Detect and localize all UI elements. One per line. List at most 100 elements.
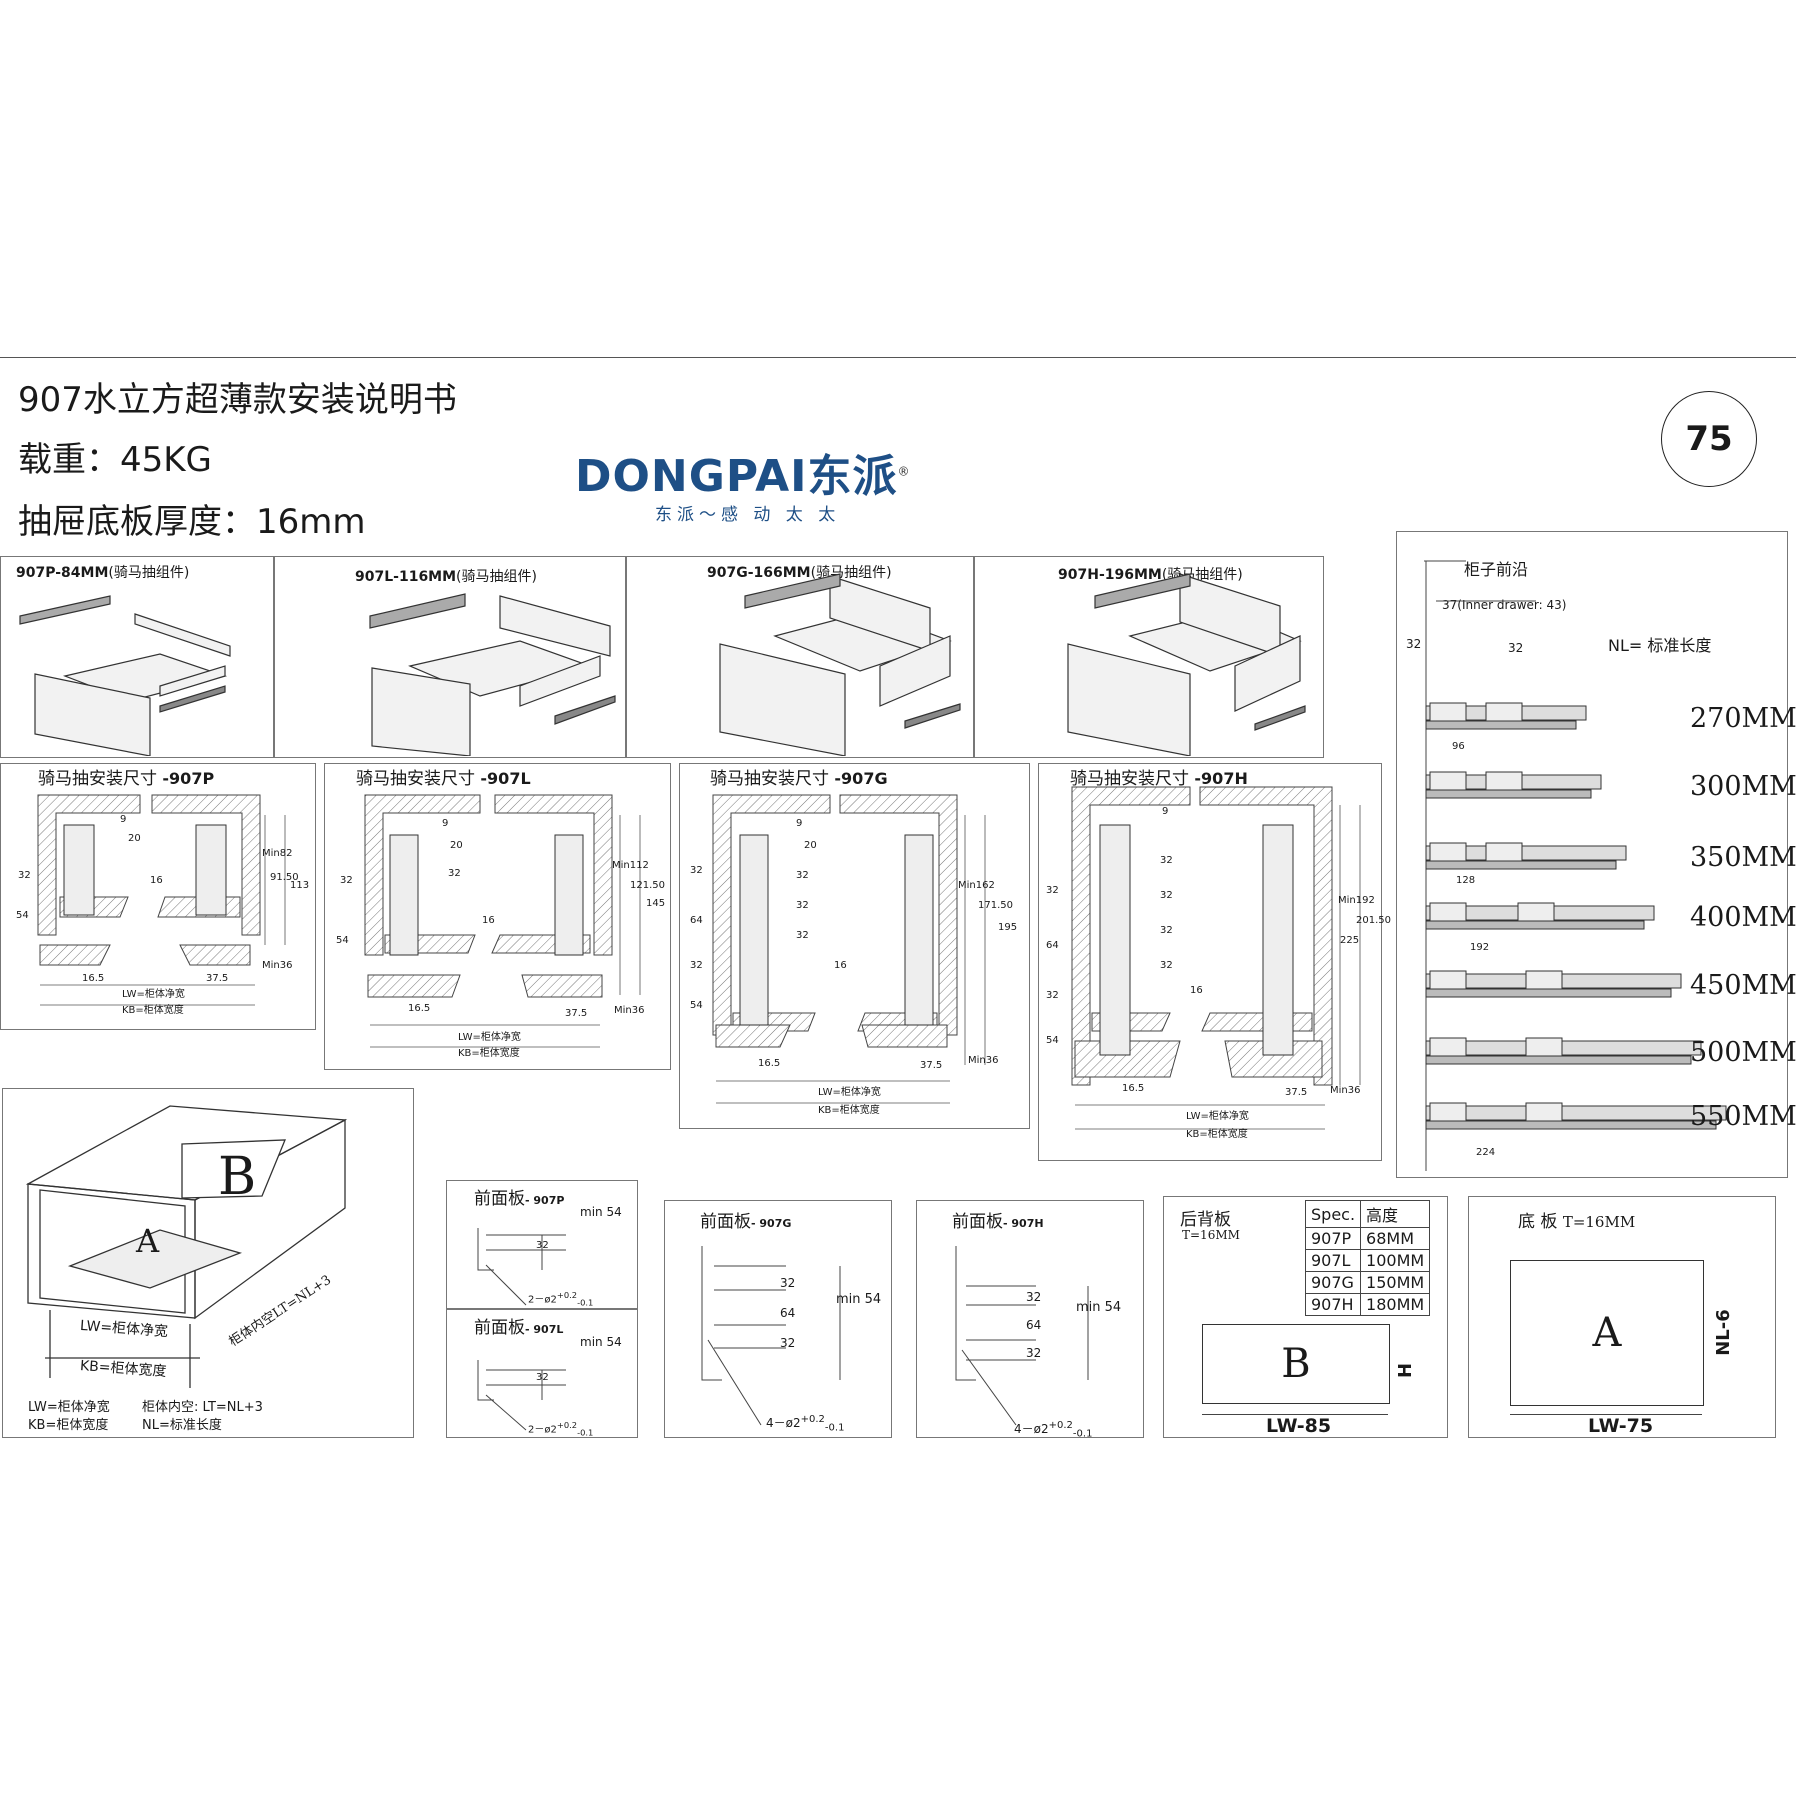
kit-907l-label: 907L-116MM(骑马抽组件)	[355, 569, 537, 585]
rail-length-400: 400MM	[1690, 902, 1796, 933]
legend-lw: LW=柜体净宽	[28, 1400, 110, 1415]
fp-907g-dim-min54: min 54	[836, 1292, 882, 1307]
dim-label: 9	[796, 818, 803, 829]
dim-label: 225	[1340, 935, 1360, 946]
dim-label: 9	[1162, 806, 1169, 817]
install-cross-section-drawings	[37, 786, 1361, 1130]
spec-header-height: 高度	[1360, 1200, 1431, 1228]
dim-label: 32	[18, 870, 31, 881]
board-thickness: 抽屉底板厚度：16mm	[18, 502, 366, 542]
rail-lengths-panel	[1396, 531, 1788, 1178]
lw-note-907g: LW=柜体净宽	[818, 1087, 881, 1098]
front-panel-907l-title: 前面板- 907L	[474, 1318, 564, 1338]
hole-dim-224: 224	[1476, 1147, 1496, 1158]
rail-length-550: 550MM	[1690, 1101, 1796, 1132]
dim-label: 32	[340, 875, 353, 886]
fp-907h-dim-min54: min 54	[1076, 1300, 1122, 1315]
rail-dim-32a: 32	[1406, 637, 1422, 651]
dim-label: Min36	[1330, 1085, 1361, 1096]
install-907h-panel	[1038, 763, 1382, 1161]
brand-logo: DONGPAI东派®	[575, 440, 911, 504]
cabinet-label-a: A	[136, 1222, 160, 1260]
dim-label: 113	[290, 880, 310, 891]
install-907p-panel	[0, 763, 316, 1030]
top-divider	[0, 357, 1796, 358]
hole-dim-96: 96	[1452, 741, 1465, 752]
back-panel-height: H	[1395, 1362, 1417, 1379]
dim-label: 32	[1046, 990, 1059, 1001]
dim-label: 16.5	[408, 1003, 431, 1014]
lw-note-907p: LW=柜体净宽	[122, 989, 185, 1000]
dim-label: 54	[336, 935, 349, 946]
dim-label: 32	[1160, 960, 1173, 971]
rail-length-500: 500MM	[1690, 1037, 1796, 1068]
dim-label: 16	[834, 960, 847, 971]
table-row: 907G	[1304, 1271, 1362, 1294]
front-panel-drawings	[477, 1228, 1089, 1431]
back-panel-box	[1163, 1196, 1448, 1438]
bottom-panel-shape: A	[1510, 1260, 1704, 1406]
rail-length-270: 270MM	[1690, 703, 1796, 734]
kits-row	[0, 556, 1324, 758]
lw-note-907h: LW=柜体净宽	[1186, 1111, 1249, 1122]
rail-500mm	[1425, 1037, 1702, 1065]
brand-name-en: DONGPAI	[575, 451, 808, 502]
rail-diagrams	[1424, 560, 1727, 1171]
kit-907h-label: 907H-196MM(骑马抽组件)	[1058, 567, 1243, 583]
table-row: 907H	[1304, 1293, 1362, 1316]
front-panel-907h-box	[916, 1200, 1144, 1438]
rail-550mm	[1425, 1102, 1727, 1130]
dim-label: 64	[690, 915, 703, 926]
install-907g-title: 骑马抽安装尺寸 -907G	[710, 769, 888, 789]
cabinet-front-edge-label: 柜子前沿	[1464, 560, 1529, 579]
front-panel-907p-title: 前面板- 907P	[474, 1189, 565, 1209]
exploded-view-907l	[369, 593, 616, 756]
dim-label: Min36	[262, 960, 293, 971]
dim-label: Min162	[958, 880, 995, 891]
fp-907p-holes: 2－ø2+0.2-0.1	[528, 1290, 594, 1308]
fp-907h-dim-32a: 32	[1026, 1290, 1042, 1304]
nl-note: NL= 标准长度	[1608, 636, 1712, 655]
lw-note-907l: LW=柜体净宽	[458, 1032, 521, 1043]
dim-label: 54	[690, 1000, 703, 1011]
dim-label: 20	[804, 840, 817, 851]
fp-907g-dim-32a: 32	[780, 1276, 796, 1290]
fp-907h-dim-32b: 32	[1026, 1346, 1042, 1360]
dim-label: 37.5	[920, 1060, 943, 1071]
table-cell: 68MM	[1360, 1227, 1431, 1250]
table-row: 907L	[1304, 1249, 1362, 1272]
dim-label: Min82	[262, 848, 293, 859]
dim-label: 9	[120, 814, 127, 825]
dim-label: 32	[796, 900, 809, 911]
dim-label: 91.50	[270, 872, 299, 883]
dim-label: 121.50	[630, 880, 665, 891]
dim-label: 54	[1046, 1035, 1059, 1046]
dim-label: 16.5	[758, 1058, 781, 1069]
dim-label: 16.5	[82, 973, 105, 984]
dim-label: 32	[796, 870, 809, 881]
bottom-panel-width: LW-75	[1588, 1415, 1654, 1437]
dim-label: 37.5	[565, 1008, 588, 1019]
install-907l-title: 骑马抽安装尺寸 -907L	[356, 769, 531, 789]
fp-907l-dim-min54: min 54	[580, 1335, 622, 1349]
dim-label: 195	[998, 922, 1018, 933]
front-panel-907g-title: 前面板- 907G	[700, 1212, 792, 1232]
fp-907l-dim-32: 32	[536, 1372, 549, 1383]
dim-label: 37.5	[1285, 1087, 1308, 1098]
dim-label: 32	[1160, 855, 1173, 866]
rail-300mm	[1425, 771, 1602, 799]
brand-name-cn: 东派	[807, 451, 898, 502]
registered-mark: ®	[897, 464, 911, 479]
fp-907g-dim-64: 64	[780, 1306, 796, 1320]
kb-note-907l: KB=柜体宽度	[458, 1048, 520, 1059]
table-cell: 150MM	[1360, 1271, 1431, 1294]
front-panel-907g-box	[664, 1200, 892, 1438]
legend-lt: 柜体内空: LT=NL+3	[142, 1400, 263, 1415]
hole-dim-192: 192	[1470, 942, 1490, 953]
dim-label: Min36	[614, 1005, 645, 1016]
bottom-panel-depth: NL-6	[1712, 1309, 1734, 1356]
rail-length-300: 300MM	[1690, 771, 1796, 802]
load-capacity: 载重：45KG	[18, 440, 212, 480]
fp-907l-holes: 2－ø2+0.2-0.1	[528, 1420, 594, 1438]
